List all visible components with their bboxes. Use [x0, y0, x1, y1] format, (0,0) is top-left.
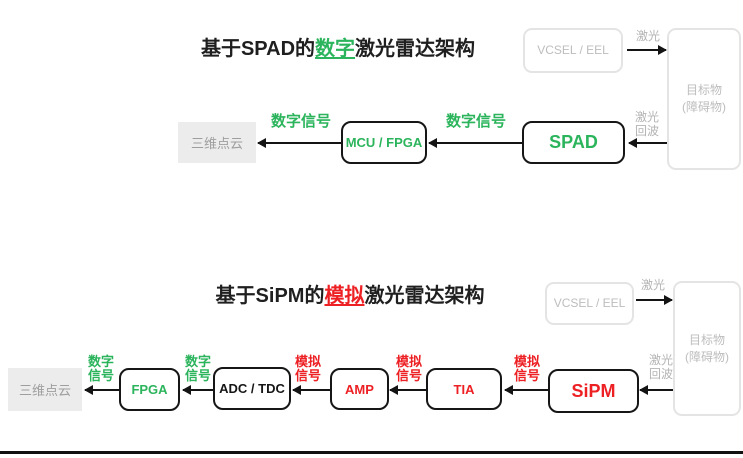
analog-signal-label-amp-adc: 模拟 信号	[294, 354, 321, 383]
point-cloud-box-bottom: 三维点云	[8, 368, 82, 411]
signal-arrow-icon-spad-mcu	[428, 138, 522, 148]
bottom-title-prefix: 基于SiPM的	[215, 285, 325, 307]
top-title-highlight: 数字	[315, 38, 356, 60]
top-title-prefix: 基于SPAD的	[200, 38, 316, 60]
bottom-title-highlight: 模拟	[324, 285, 365, 307]
signal-arrow-icon-amp-adc	[292, 385, 330, 395]
target-box-top: 目标物 (障碍物)	[667, 28, 741, 170]
laser-arrow-icon-top	[627, 45, 667, 55]
laser-label-bottom: 激光	[640, 278, 665, 292]
top-title-suffix: 激光雷达架构	[355, 38, 476, 60]
laser-arrow-icon-bottom	[636, 295, 673, 305]
spad-box: SPAD	[522, 121, 625, 164]
signal-arrow-icon-fpga-cloud	[84, 385, 119, 395]
bottom-title-suffix: 激光雷达架构	[364, 285, 485, 307]
tia-box: TIA	[426, 368, 502, 410]
sipm-box: SiPM	[548, 369, 639, 413]
bottom-divider-line	[0, 451, 743, 454]
target-box-bottom: 目标物 (障碍物)	[673, 281, 741, 416]
fpga-box: FPGA	[119, 368, 180, 411]
top-title: 基于SPAD的数字激光雷达架构	[168, 32, 508, 61]
echo-label-bottom: 激光 回波	[648, 353, 673, 381]
analog-signal-label-sipm-tia: 模拟 信号	[513, 354, 540, 383]
digital-signal-label-fpga-cloud: 数字 信号	[87, 354, 114, 383]
bottom-title: 基于SiPM的模拟激光雷达架构	[180, 279, 520, 308]
digital-signal-label-top-left: 数字信号	[270, 113, 331, 130]
digital-signal-label-adc-fpga: 数字 信号	[184, 354, 211, 383]
amp-box: AMP	[330, 368, 389, 410]
vcsel-eel-box-bottom: VCSEL / EEL	[545, 282, 634, 325]
mcu-fpga-box: MCU / FPGA	[341, 121, 427, 164]
digital-signal-label-top-right: 数字信号	[445, 113, 506, 130]
point-cloud-box-top: 三维点云	[178, 122, 256, 163]
signal-arrow-icon-adc-fpga	[182, 385, 213, 395]
laser-label-top: 激光	[635, 29, 660, 43]
echo-arrow-icon-top	[628, 138, 667, 148]
adc-tdc-box: ADC / TDC	[213, 367, 291, 410]
echo-arrow-icon-bottom	[639, 385, 673, 395]
signal-arrow-icon-tia-amp	[389, 385, 426, 395]
echo-label-top: 激光 回波	[634, 110, 659, 138]
signal-arrow-icon-sipm-tia	[504, 385, 548, 395]
analog-signal-label-tia-amp: 模拟 信号	[395, 354, 422, 383]
vcsel-eel-box-top: VCSEL / EEL	[523, 28, 623, 73]
signal-arrow-icon-mcu-cloud	[257, 138, 341, 148]
